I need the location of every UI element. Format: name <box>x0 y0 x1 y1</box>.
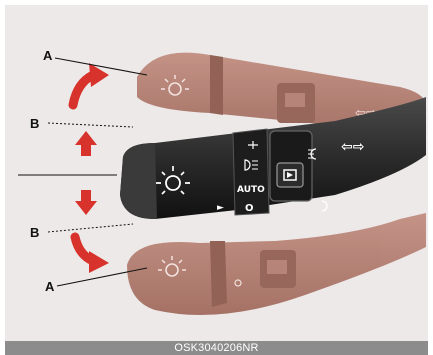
leader-line-b-bottom <box>48 224 133 232</box>
rotate-up-arrow-icon <box>73 63 109 105</box>
illustration-canvas: ⇦⇨ <box>5 5 428 341</box>
turn-signal-arrows-icon: ⇦⇨ <box>341 139 364 155</box>
off-label: O <box>245 203 254 214</box>
move-down-arrow-icon <box>75 190 97 215</box>
headlight-switch-illustration: ⇦⇨ <box>5 5 428 341</box>
label-b-top: B <box>30 116 39 131</box>
lower-stalk-ghost <box>127 213 426 315</box>
image-code: OSK3040206NR <box>5 341 428 355</box>
rear-fog-icon <box>322 201 327 211</box>
label-a-top: A <box>43 48 53 63</box>
rotate-down-arrow-icon <box>75 237 109 273</box>
caption-bar: OSK3040206NR <box>5 341 428 355</box>
move-up-arrow-icon <box>75 131 97 156</box>
label-b-bottom: B <box>30 225 39 240</box>
label-a-bottom: A <box>45 279 55 294</box>
pointer-mark-icon: ► <box>217 203 224 213</box>
auto-label: AUTO <box>237 185 265 195</box>
leader-line-b-top <box>48 123 133 127</box>
